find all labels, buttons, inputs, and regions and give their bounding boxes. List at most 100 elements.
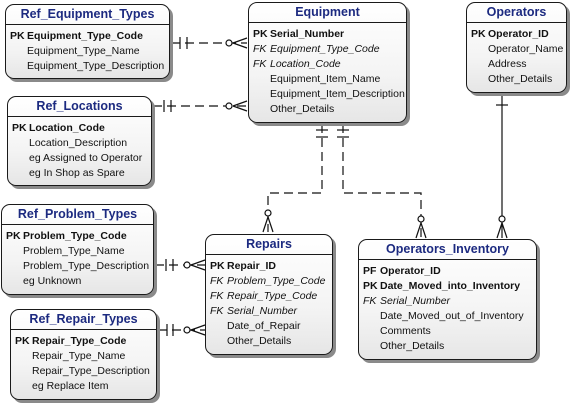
attribute-name: Location_Code (270, 57, 341, 70)
key-marker: PK (6, 229, 21, 242)
attribute-row: Other_Details (359, 338, 536, 353)
attribute-row: eg Replace Item (11, 378, 156, 393)
entity-title: Ref_Problem_Types (2, 205, 153, 225)
key-marker: FK (210, 289, 224, 302)
attribute-name: Operator_Name (488, 42, 564, 55)
attribute-name: Equipment_Type_Name (27, 44, 140, 57)
attribute-name: eg Assigned to Operator (29, 151, 143, 164)
attribute-name: Equipment_Item_Name (270, 72, 381, 85)
attribute-row: Date_Moved_out_of_Inventory (359, 308, 536, 323)
attribute-name: Problem_Type_Name (23, 244, 125, 257)
attribute-row: Other_Details (206, 333, 332, 348)
key-marker: FK (253, 57, 267, 70)
attribute-row: eg Unknown (2, 273, 153, 288)
rel-equipment-types-equipment (171, 37, 248, 49)
attribute-name: Repair_ID (227, 259, 277, 272)
entity-title: Ref_Equipment_Types (6, 5, 169, 25)
key-marker: PK (210, 259, 225, 272)
key-marker: PK (253, 27, 268, 40)
attribute-name: Serial_Number (227, 304, 298, 317)
entity-title: Ref_Repair_Types (11, 310, 156, 330)
attribute-row: Equipment_Type_Description (6, 58, 169, 73)
attribute-name: eg In Shop as Spare (29, 166, 125, 179)
entity-title: Operators_Inventory (359, 240, 536, 260)
attribute-row: Equipment_Item_Name (249, 71, 406, 86)
rel-equipment-repairs (262, 124, 328, 233)
key-marker: FK (363, 294, 377, 307)
attribute-row: Equipment_Item_Description (249, 86, 406, 101)
attribute-name: Repair_Type_Description (32, 364, 150, 377)
entity-title: Equipment (249, 3, 406, 23)
attribute-name: Repair_Type_Code (227, 289, 318, 302)
rel-equipment-inventory (337, 124, 427, 239)
attribute-name: Comments (380, 324, 431, 337)
key-marker: FK (210, 274, 224, 287)
rel-repair-types-repairs (158, 324, 206, 336)
attribute-row: Address (467, 56, 566, 71)
attribute-row: eg Assigned to Operator (8, 150, 151, 165)
rel-locations-equipment (153, 100, 248, 112)
key-marker: PK (15, 334, 30, 347)
key-marker: PK (471, 27, 486, 40)
attribute-row: Problem_Type_Name (2, 243, 153, 258)
attribute-name: Operator_ID (380, 264, 441, 277)
key-marker: PF (363, 264, 377, 277)
attribute-name: Equipment_Type_Code (27, 29, 143, 42)
attribute-name: Equipment_Type_Description (27, 59, 165, 72)
attribute-name: Repair_Type_Code (32, 334, 127, 347)
attribute-name: Serial_Number (380, 294, 451, 307)
attribute-row: Other_Details (467, 71, 566, 86)
attribute-name: Operator_ID (488, 27, 549, 40)
attribute-name: Other_Details (270, 102, 335, 115)
attribute-name: Problem_Type_Code (227, 274, 326, 287)
entity-title: Operators (467, 3, 566, 23)
attribute-row: Equipment_Type_Name (6, 43, 169, 58)
attribute-name: Problem_Type_Description (23, 259, 150, 272)
key-marker: PK (12, 121, 27, 134)
attribute-name: Repair_Type_Name (32, 349, 126, 362)
attribute-row: Date_of_Repair (206, 318, 332, 333)
attribute-name: Other_Details (488, 72, 553, 85)
attribute-name: Other_Details (227, 334, 292, 347)
attribute-name: Location_Code (29, 121, 105, 134)
attribute-name: Address (488, 57, 527, 70)
key-marker: FK (210, 304, 224, 317)
attribute-name: Equipment_Item_Description (270, 87, 405, 100)
attribute-row: Location_Description (8, 135, 151, 150)
entity-title: Repairs (206, 235, 332, 255)
attribute-name: Location_Description (29, 136, 128, 149)
rel-operators-inventory (496, 95, 508, 239)
attribute-name: Serial_Number (270, 27, 345, 40)
attribute-name: Date_Moved_out_of_Inventory (380, 309, 524, 322)
attribute-row: Repair_Type_Name (11, 348, 156, 363)
attribute-row: Comments (359, 323, 536, 338)
